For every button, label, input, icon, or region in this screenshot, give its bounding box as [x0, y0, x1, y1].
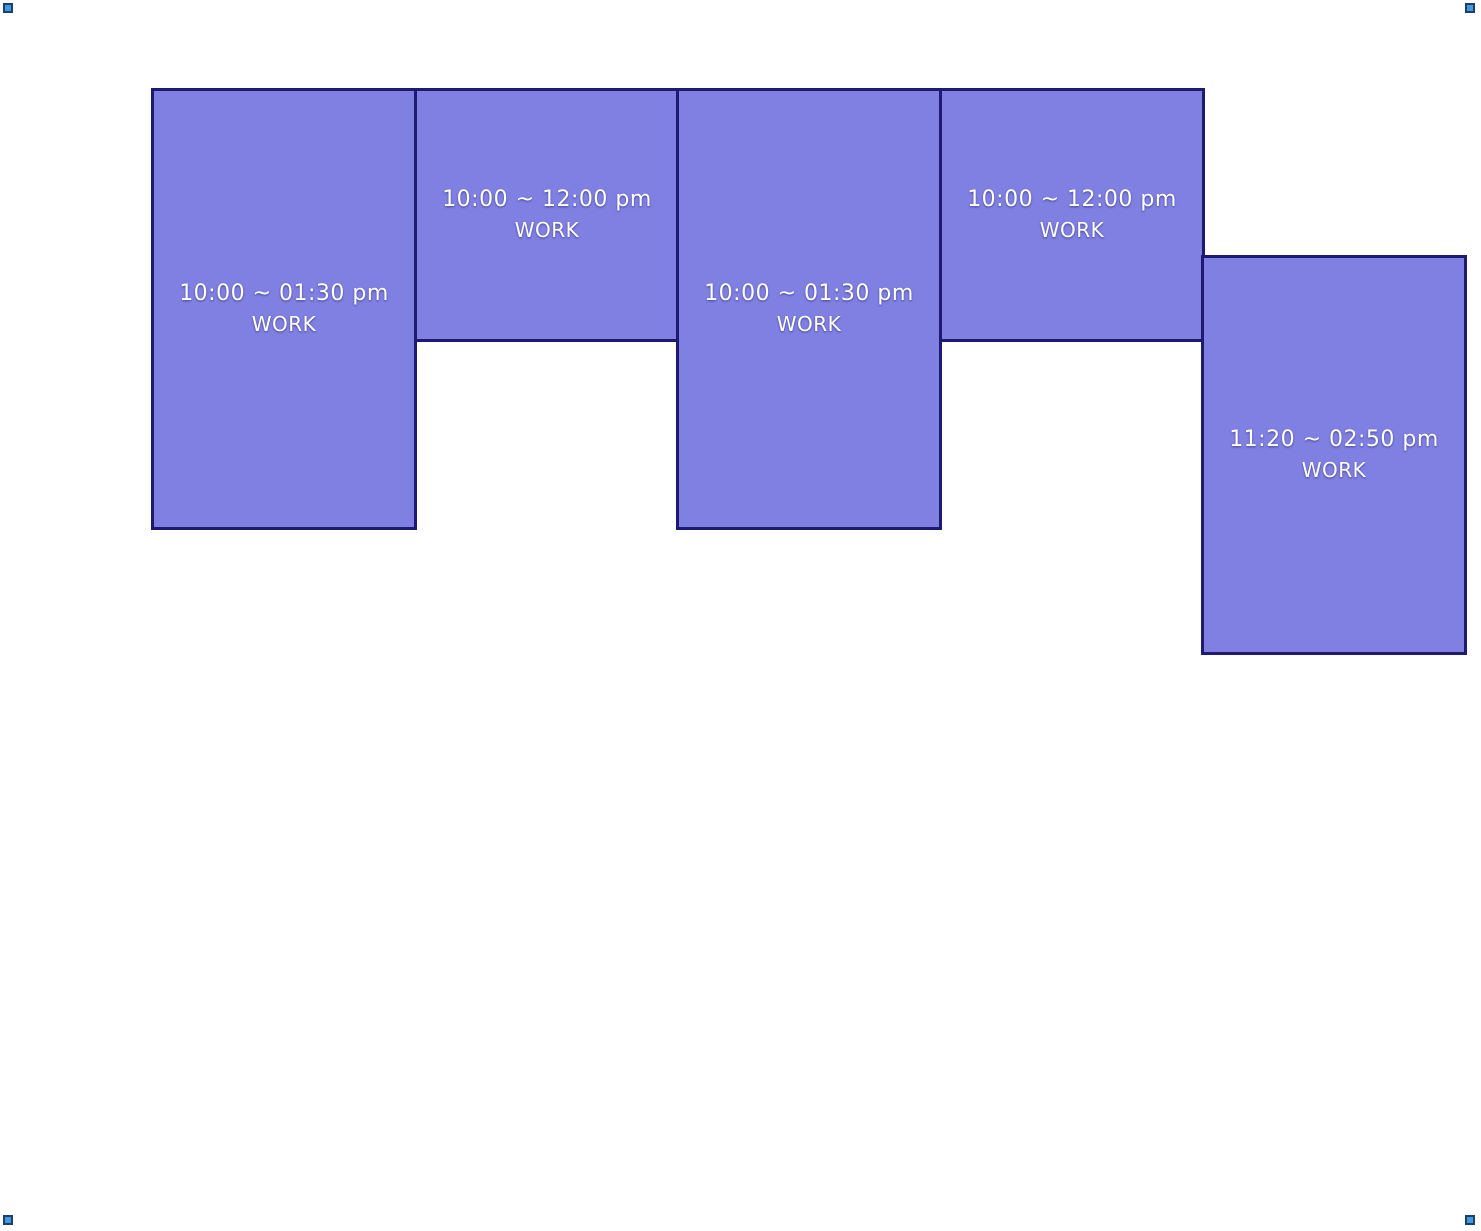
event-block[interactable]: 11:20 ~ 02:50 pm WORK — [1201, 255, 1467, 655]
event-label: WORK — [251, 312, 317, 336]
event-time: 10:00 ~ 12:00 pm — [967, 187, 1177, 212]
resize-handle-bottom-right[interactable] — [1465, 1215, 1475, 1225]
event-block[interactable]: 10:00 ~ 12:00 pm WORK — [414, 88, 680, 342]
event-label: WORK — [1039, 218, 1105, 242]
resize-handle-bottom-left[interactable] — [3, 1215, 13, 1225]
resize-handle-top-right[interactable] — [1465, 3, 1475, 13]
event-time: 11:20 ~ 02:50 pm — [1229, 427, 1439, 452]
event-label: WORK — [514, 218, 580, 242]
event-block[interactable]: 10:00 ~ 12:00 pm WORK — [939, 88, 1205, 342]
event-label: WORK — [776, 312, 842, 336]
event-block[interactable]: 10:00 ~ 01:30 pm WORK — [676, 88, 942, 530]
event-time: 10:00 ~ 01:30 pm — [704, 281, 914, 306]
event-time: 10:00 ~ 01:30 pm — [179, 281, 389, 306]
event-label: WORK — [1301, 458, 1367, 482]
event-block[interactable]: 10:00 ~ 01:30 pm WORK — [151, 88, 417, 530]
event-time: 10:00 ~ 12:00 pm — [442, 187, 652, 212]
resize-handle-top-left[interactable] — [3, 3, 13, 13]
